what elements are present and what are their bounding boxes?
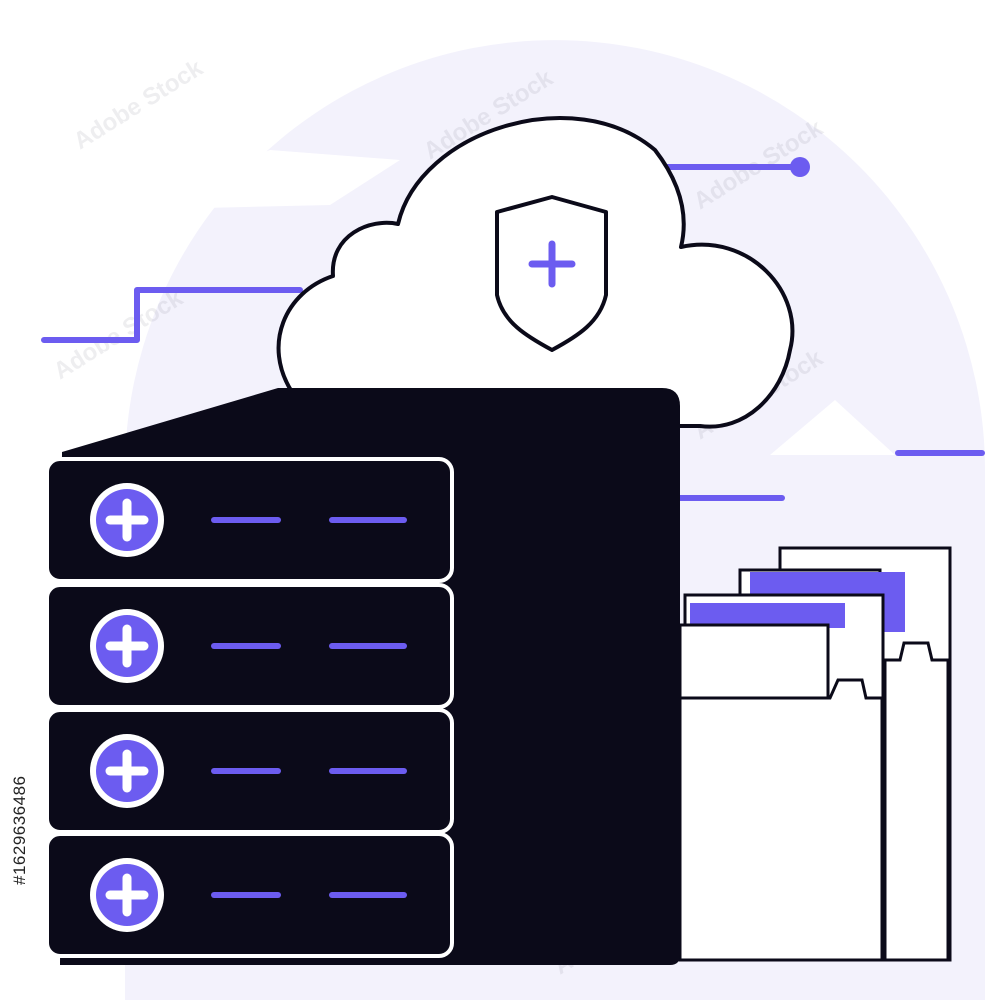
folder-body-right bbox=[883, 641, 950, 962]
plus-circle-icon bbox=[90, 483, 164, 557]
folder-body-front bbox=[678, 678, 884, 962]
folder-card bbox=[678, 623, 830, 702]
server-rack bbox=[45, 388, 680, 965]
server-unit bbox=[45, 583, 454, 709]
server-unit bbox=[45, 457, 454, 583]
plus-circle-icon bbox=[90, 858, 164, 932]
server-unit bbox=[45, 832, 454, 958]
plus-circle-icon bbox=[90, 734, 164, 808]
stock-id-label: #1629636486 bbox=[10, 775, 29, 885]
shield-plus-icon bbox=[495, 195, 608, 352]
server-units bbox=[45, 457, 454, 958]
backdrop-mountain-left bbox=[120, 150, 400, 210]
backdrop-mountain-right bbox=[770, 400, 895, 455]
watermark-text: Adobe Stock bbox=[69, 54, 208, 155]
folder-stack bbox=[678, 546, 952, 962]
connector-dot bbox=[790, 157, 810, 177]
server-unit bbox=[45, 708, 454, 834]
connector-line-left bbox=[41, 287, 303, 343]
cloud bbox=[276, 116, 795, 429]
plus-circle-icon bbox=[90, 609, 164, 683]
